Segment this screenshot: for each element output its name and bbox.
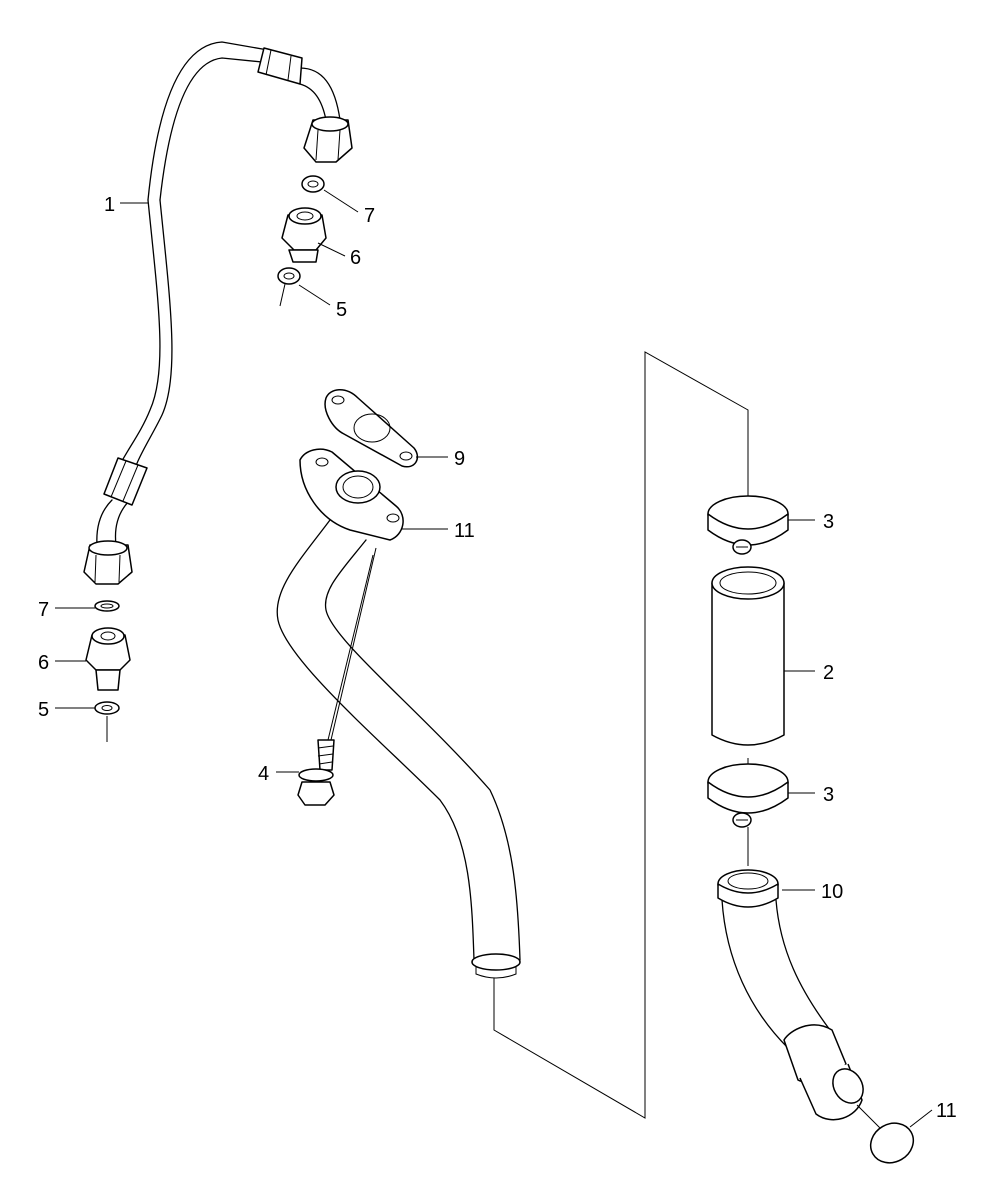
fitting-nut-bottom bbox=[83, 540, 133, 585]
callout-3-upper: 3 bbox=[823, 511, 834, 533]
callout-3-lower: 3 bbox=[823, 784, 834, 806]
callout-labels: 1 2 3 3 4 5 5 6 6 7 7 9 10 11 11 bbox=[38, 194, 957, 1122]
washer-7-upper bbox=[301, 175, 325, 193]
gasket-9 bbox=[324, 389, 419, 468]
assembly-lines bbox=[327, 351, 881, 1129]
callout-7-lower: 7 bbox=[38, 599, 49, 621]
hose-clamp-3-upper bbox=[707, 495, 789, 555]
callout-4: 4 bbox=[258, 763, 269, 785]
callout-5-lower: 5 bbox=[38, 699, 49, 721]
union-6-upper bbox=[281, 207, 327, 263]
rubber-hose-2 bbox=[711, 566, 785, 746]
callout-7-upper: 7 bbox=[364, 205, 375, 227]
callout-1: 1 bbox=[104, 194, 115, 216]
elbow-hose-10 bbox=[717, 869, 864, 1121]
callout-11-lower: 11 bbox=[936, 1100, 957, 1122]
washer-5-upper bbox=[277, 267, 301, 307]
callout-5-upper: 5 bbox=[336, 299, 347, 321]
callout-2: 2 bbox=[823, 662, 834, 684]
oil-feed-pipe bbox=[96, 41, 341, 546]
fitting-nut-top bbox=[303, 116, 353, 163]
pipe-nut-upper bbox=[257, 47, 303, 85]
o-ring-11 bbox=[869, 1122, 915, 1164]
hose-clamp-3-lower bbox=[707, 763, 789, 828]
union-6-lower bbox=[85, 627, 131, 691]
callout-9: 9 bbox=[454, 448, 465, 470]
callout-6-upper: 6 bbox=[350, 247, 361, 269]
washer-7-lower bbox=[94, 600, 120, 612]
leader-lines bbox=[55, 189, 933, 1128]
washer-5-lower bbox=[94, 701, 120, 742]
callout-6-lower: 6 bbox=[38, 652, 49, 674]
bolt-4 bbox=[297, 739, 335, 806]
return-pipe bbox=[276, 448, 521, 979]
callout-11-upper: 11 bbox=[454, 520, 475, 542]
pipe-nut-middle bbox=[103, 457, 148, 506]
callout-10: 10 bbox=[821, 881, 843, 903]
